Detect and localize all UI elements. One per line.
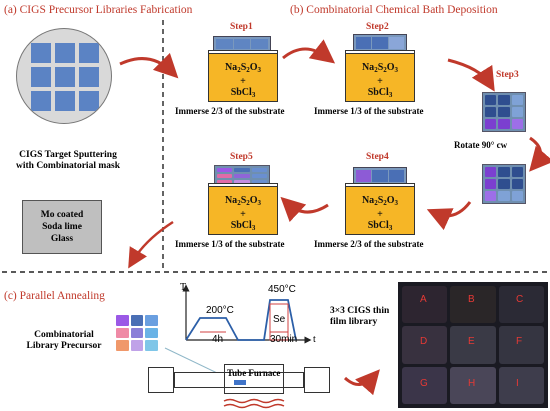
step1-caption: Immerse 2/3 of the substrate	[175, 106, 285, 116]
library-cell-b: B	[468, 294, 475, 305]
step3-label: Step3	[496, 70, 519, 80]
section-a-title: (a) CIGS Precursor Libraries Fabrication	[4, 4, 193, 16]
furnace-sample	[234, 380, 246, 385]
step4-beaker: Na2S2O3 + SbCl3	[345, 187, 415, 235]
step2-chem: Na2S2O3 + SbCl3	[361, 62, 399, 99]
precursor-label: Combinatorial Library Precursor	[14, 330, 114, 352]
duration1-label: 4h	[212, 334, 224, 345]
library-photo: A B C D E F G H I	[398, 282, 548, 408]
step4-label: Step4	[366, 152, 389, 162]
step3-library-before	[482, 92, 526, 132]
axis-time-label: t	[313, 334, 316, 345]
step1-label: Step1	[230, 22, 253, 32]
wafer-with-mask	[16, 28, 112, 124]
step4-chem: Na2S2O3 + SbCl3	[361, 195, 399, 232]
step2-sample	[353, 34, 407, 52]
axis-temperature-label: T	[180, 282, 187, 293]
section-c-title: (c) Parallel Annealing	[4, 290, 105, 302]
library-cell-f: F	[516, 336, 523, 347]
library-label-line1: 3×3 CIGS thin	[330, 306, 390, 316]
step5-caption: Immerse 1/3 of the substrate	[175, 239, 285, 249]
section-b-title: (b) Combinatorial Chemical Bath Depositi…	[290, 4, 498, 16]
duration2-label: 30min	[270, 334, 298, 345]
step5-beaker-rim	[208, 183, 278, 187]
temp1-label: 200°C	[206, 305, 234, 316]
substrate-line2: Soda lime	[42, 222, 82, 232]
library-label: 3×3 CIGS thin film library	[330, 306, 389, 328]
step1-chem: Na2S2O3 + SbCl3	[224, 62, 262, 99]
library-cell-a: A	[420, 294, 427, 305]
precursor-label-line2: Library Precursor	[26, 341, 102, 351]
step5-chem: Na2S2O3 + SbCl3	[224, 195, 262, 232]
furnace-left-cap	[148, 367, 174, 393]
sputter-caption-line2: with Combinatorial mask	[16, 161, 120, 171]
library-cell-d: D	[420, 336, 428, 347]
sputter-caption: CIGS Target Sputtering with Combinatoria…	[8, 150, 128, 172]
step4-sample	[353, 167, 407, 185]
step2-label: Step2	[366, 22, 389, 32]
library-cell-g: G	[420, 378, 428, 389]
sputter-caption-line1: CIGS Target Sputtering	[19, 150, 117, 160]
step3-library-after	[482, 164, 526, 204]
step5-label: Step5	[230, 152, 253, 162]
furnace-label: Tube Furnace	[227, 368, 281, 378]
step4-caption: Immerse 2/3 of the substrate	[314, 239, 424, 249]
precursor-label-line1: Combinatorial	[34, 330, 94, 340]
library-cell-h: H	[468, 378, 476, 389]
step2-caption: Immerse 1/3 of the substrate	[314, 106, 424, 116]
selenium-label: Se	[273, 314, 286, 325]
substrate-box: Mo coated Soda lime Glass	[22, 200, 102, 254]
step4-beaker-rim	[345, 183, 415, 187]
substrate-line1: Mo coated	[40, 210, 84, 220]
library-cell-e: E	[468, 336, 475, 347]
temp2-label: 450°C	[268, 284, 296, 295]
step2-beaker: Na2S2O3 + SbCl3	[345, 54, 415, 102]
library-cell-i: I	[516, 378, 519, 389]
furnace-right-cap	[304, 367, 330, 393]
furnace-heating-zone	[224, 364, 284, 394]
step1-beaker-rim	[208, 50, 278, 54]
library-cell-c: C	[516, 294, 524, 305]
step2-beaker-rim	[345, 50, 415, 54]
library-label-line2: film library	[330, 317, 378, 327]
precursor-library	[114, 313, 160, 353]
step5-beaker: Na2S2O3 + SbCl3	[208, 187, 278, 235]
step1-beaker: Na2S2O3 + SbCl3	[208, 54, 278, 102]
temperature-profile	[182, 284, 312, 344]
substrate-line3: Glass	[50, 234, 74, 244]
step3-caption: Rotate 90° cw	[454, 140, 508, 150]
